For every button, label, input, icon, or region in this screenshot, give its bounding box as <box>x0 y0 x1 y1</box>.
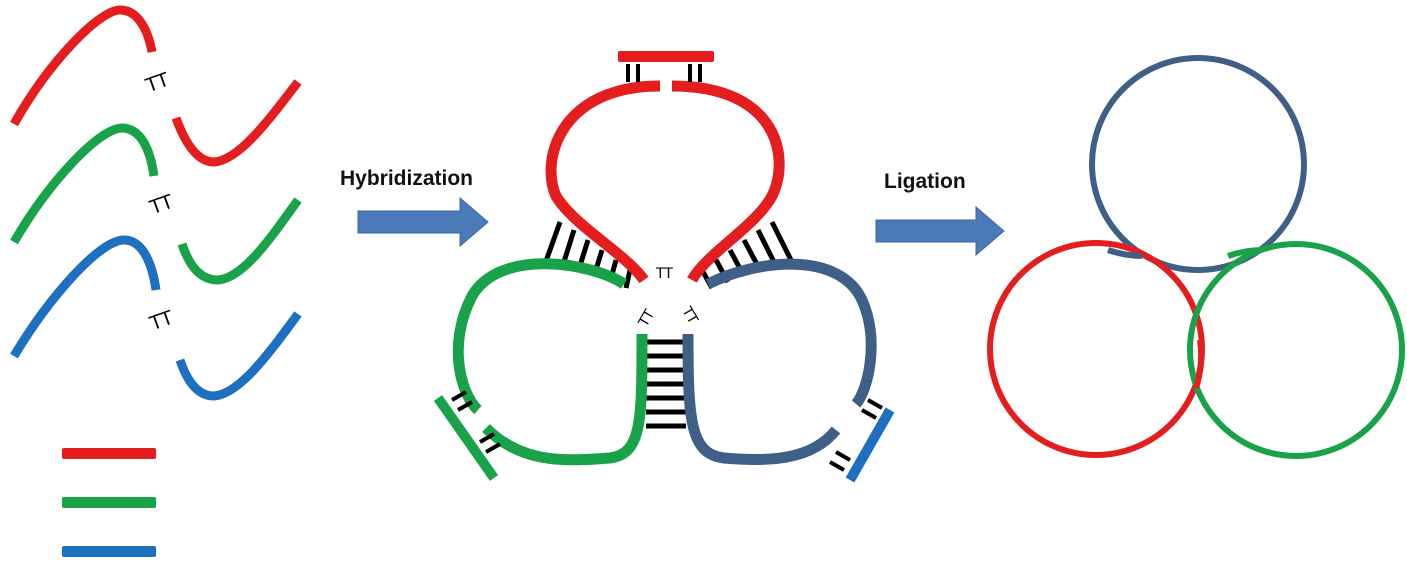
junction-complex: TT TT TT <box>433 51 895 483</box>
base-pairs-red-green <box>542 221 633 289</box>
single-strands: TT TT TT <box>10 5 302 557</box>
strand-green: TT <box>10 123 302 285</box>
loop-slate-bottom <box>682 333 841 466</box>
splint-green <box>62 497 156 508</box>
junction-linker-top: TT <box>655 266 673 282</box>
ring-slate <box>1089 55 1307 273</box>
ligation-label: Ligation <box>884 170 966 193</box>
junction-splint-red <box>618 51 714 62</box>
hybridization-arrow <box>357 196 489 248</box>
junction-linker-right: TT <box>678 303 701 327</box>
base-pairs-green-slate <box>646 339 686 429</box>
loop-red <box>545 80 661 284</box>
strand-red: TT <box>10 5 302 167</box>
strand-green-right-arm <box>177 197 302 285</box>
strand-green-linker: TT <box>146 190 176 219</box>
loop-green <box>452 258 627 415</box>
strand-green-left-arm <box>10 123 159 245</box>
ring-red-overlap-over-green <box>1193 339 1205 389</box>
loop-red-right <box>671 80 785 283</box>
junction-splint-red-bonds <box>626 64 702 82</box>
hybridization-label: Hybridization <box>340 167 473 190</box>
ring-red <box>987 240 1205 458</box>
hybridization-step: Hybridization <box>340 167 489 248</box>
ring-slate-overlap-over-red <box>1107 247 1143 259</box>
strand-blue-linker: TT <box>146 306 176 335</box>
strand-red-left-arm <box>10 5 157 127</box>
ligation-arrow <box>875 205 1005 257</box>
junction-splint-blue-bonds <box>829 398 883 472</box>
strand-red-linker: TT <box>142 68 172 97</box>
ligation-step: Ligation <box>875 170 1005 257</box>
splint-red <box>62 448 156 459</box>
ring-green <box>1187 241 1405 459</box>
junction-splint-green-bonds <box>451 390 501 454</box>
ring-green-overlap-over-slate <box>1227 247 1263 259</box>
loop-slate <box>705 258 877 408</box>
junction-splint-green <box>433 395 499 481</box>
strand-blue-right-arm <box>175 311 302 401</box>
strand-blue-left-arm <box>10 235 161 359</box>
splint-blue <box>62 546 156 557</box>
loop-green-bottom <box>482 333 648 466</box>
strand-red-right-arm <box>171 79 302 167</box>
junction-splint-blue <box>845 407 895 483</box>
borromean-rings <box>987 55 1405 459</box>
junction-linker-left: TT <box>635 307 658 331</box>
strand-blue: TT <box>10 235 302 401</box>
